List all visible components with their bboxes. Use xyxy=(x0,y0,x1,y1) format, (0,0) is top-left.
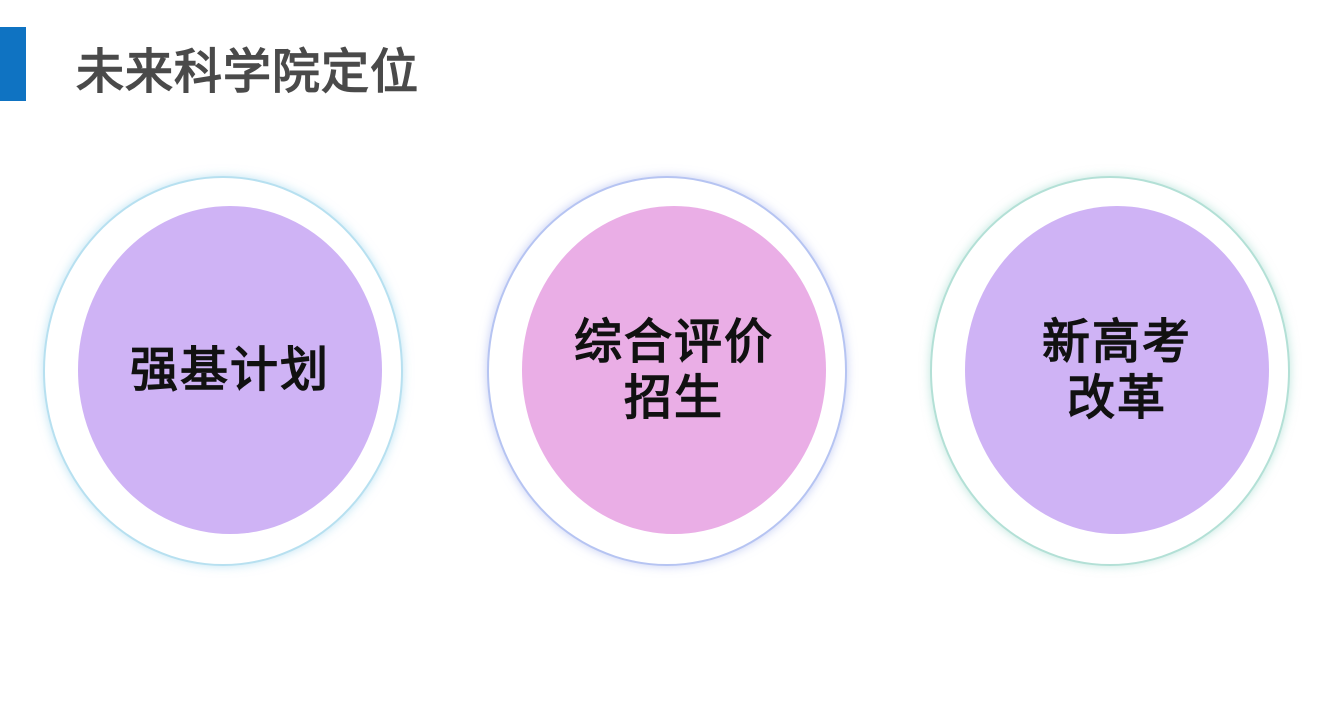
card-label: 综合评价 招生 xyxy=(573,314,774,426)
page-title: 未来科学院定位 xyxy=(76,44,420,100)
card-new-gaokao: 新高考 改革 xyxy=(930,176,1290,566)
card-circle: 综合评价 招生 xyxy=(522,206,826,534)
card-qiangji: 强基计划 xyxy=(43,176,403,566)
title-accent-bar xyxy=(0,27,26,101)
card-label: 新高考 改革 xyxy=(1041,314,1192,426)
card-circle: 强基计划 xyxy=(78,206,382,534)
card-label: 强基计划 xyxy=(129,342,330,398)
card-comprehensive-evaluation: 综合评价 招生 xyxy=(487,176,847,566)
card-circle: 新高考 改革 xyxy=(965,206,1269,534)
